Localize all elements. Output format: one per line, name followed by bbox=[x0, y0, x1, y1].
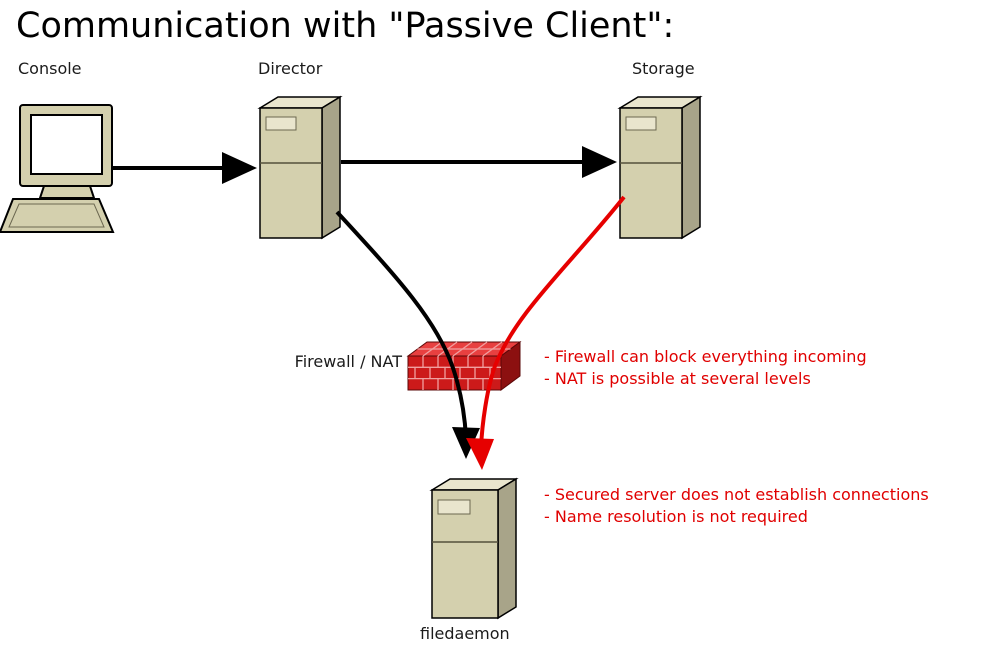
filedaemon-badge bbox=[437, 499, 471, 515]
filedaemon-side bbox=[497, 477, 517, 620]
arrow-director-storage-head bbox=[582, 146, 617, 178]
director-server bbox=[257, 95, 343, 240]
director-label: Director bbox=[258, 59, 323, 78]
firewall-note-2: - NAT is possible at several levels bbox=[544, 369, 811, 388]
arrow-director-to-filedaemon bbox=[335, 210, 480, 459]
filedaemon-label: filedaemon bbox=[420, 624, 510, 643]
arrow-director-to-storage bbox=[341, 146, 617, 178]
storage-side bbox=[681, 95, 701, 240]
storage-label: Storage bbox=[632, 59, 695, 78]
console-keyboard-inner bbox=[8, 203, 105, 228]
firewall-label: Firewall / NAT bbox=[294, 352, 402, 371]
arrow-console-director-head bbox=[222, 152, 257, 184]
storage-server bbox=[617, 95, 703, 240]
console-screen bbox=[30, 114, 103, 175]
console-label: Console bbox=[18, 59, 82, 78]
storage-badge bbox=[625, 116, 657, 131]
filedaemon-server bbox=[429, 477, 519, 620]
arrow-storage-filedaemon-shaft bbox=[479, 195, 626, 449]
director-side bbox=[321, 95, 341, 240]
firewall-note-1: - Firewall can block everything incoming bbox=[544, 347, 867, 366]
arrow-director-filedaemon-head bbox=[452, 427, 480, 459]
director-badge bbox=[265, 116, 297, 131]
console-icon bbox=[0, 104, 115, 233]
diagram-title: Communication with "Passive Client": bbox=[16, 6, 675, 46]
arrow-storage-to-filedaemon bbox=[466, 195, 626, 470]
arrow-console-to-director bbox=[112, 152, 257, 184]
arrow-storage-filedaemon-head bbox=[466, 438, 494, 470]
arrow-director-filedaemon-shaft bbox=[335, 210, 468, 439]
filedaemon-note-2: - Name resolution is not required bbox=[544, 507, 808, 526]
director-front bbox=[259, 107, 323, 239]
filedaemon-note-1: - Secured server does not establish conn… bbox=[544, 485, 929, 504]
console-stand bbox=[38, 185, 96, 199]
